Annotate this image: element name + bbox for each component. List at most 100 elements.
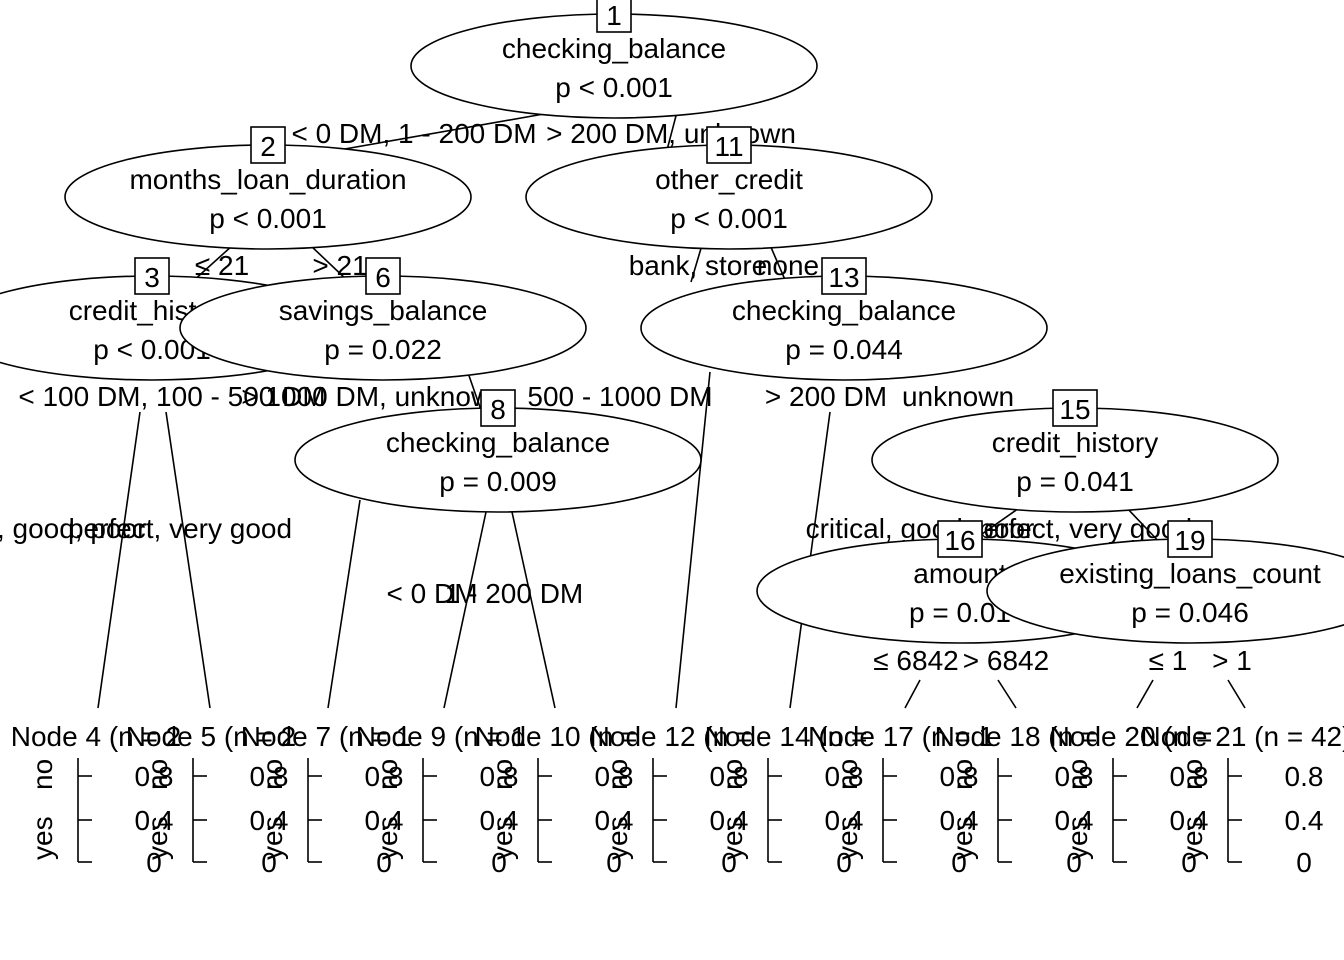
edge-label-7: < 100 DM, 100 - 500 DM (18, 381, 325, 412)
terminal-tick-label-7-3: 0 (836, 847, 852, 878)
tree-edge-12 (511, 511, 556, 709)
terminal-tick-label-4-1: 0.8 (480, 761, 519, 792)
node-id-box-16 (937, 520, 983, 558)
node-pvalue-6: p = 0.022 (324, 334, 442, 365)
terminal-node-label-2: Node 5 (n = 2 (126, 721, 296, 752)
edge-label-14: critical, good, poor (806, 513, 1035, 544)
node-pvalue-11: p < 0.001 (670, 203, 788, 234)
terminal-node-label-1: Node 4 (n = 2 (11, 721, 181, 752)
tree-edge-2 (666, 111, 678, 151)
terminal-tick-label-8-3: 0 (951, 847, 967, 878)
node-id-box-11 (706, 126, 752, 164)
edge-label-16: < 0 DM (386, 578, 477, 609)
terminal-class-label-4-yes: yes (372, 816, 403, 860)
terminal-tick-label-8-2: 0.4 (940, 805, 979, 836)
terminal-tick-label-6-3: 0 (721, 847, 737, 878)
terminal-class-label-7-yes: yes (717, 816, 748, 860)
tree-edge-3 (191, 244, 234, 283)
tree-edge-11 (443, 511, 487, 709)
terminal-tick-label-10-3: 0 (1181, 847, 1197, 878)
terminal-class-label-5-no: no (487, 759, 518, 790)
terminal-tick-label-3-3: 0 (376, 847, 392, 878)
node-id-19: 19 (1174, 525, 1205, 556)
terminal-class-label-10-yes: yes (1062, 816, 1093, 860)
edge-label-9: 500 - 1000 DM (527, 381, 712, 412)
node-id-box-2 (250, 126, 286, 164)
tree-edge-17 (904, 679, 921, 709)
node-variable-15: credit_history (992, 427, 1159, 458)
tree-edge-1 (338, 111, 556, 151)
tree-edge-labels: < 0 DM, 1 - 200 DM> 200 DM, unknown≤ 21>… (0, 118, 1252, 676)
edge-label-3: ≤ 21 (195, 250, 249, 281)
terminal-class-label-1-yes: yes (27, 816, 58, 860)
node-id-box-1 (596, 0, 632, 33)
terminal-tick-label-7-2: 0.4 (825, 805, 864, 836)
node-variable-13: checking_balance (732, 295, 956, 326)
node-pvalue-8: p = 0.009 (439, 466, 557, 497)
terminal-tick-label-9-2: 0.4 (1055, 805, 1094, 836)
terminal-class-label-8-yes: yes (832, 816, 863, 860)
node-pvalue-13: p = 0.044 (785, 334, 903, 365)
node-pvalue-15: p = 0.041 (1016, 466, 1134, 497)
terminal-tick-label-6-1: 0.8 (710, 761, 749, 792)
tree-edge-19 (1136, 679, 1154, 709)
tree-edge-13 (675, 371, 711, 709)
terminal-tick-label-5-3: 0 (606, 847, 622, 878)
edge-label-10: > 200 DM (765, 381, 887, 412)
node-id-13: 13 (828, 262, 859, 293)
terminal-tick-label-8-1: 0.8 (940, 761, 979, 792)
terminal-class-label-9-no: no (947, 759, 978, 790)
terminal-tick-label-2-2: 0.4 (250, 805, 289, 836)
terminal-class-label-5-yes: yes (487, 816, 518, 860)
node-id-6: 6 (375, 262, 391, 293)
terminal-node-label-7: Node 14 (n = (705, 721, 868, 752)
terminal-class-label-7-no: no (717, 759, 748, 790)
terminal-node-label-5: Node 10 (n = (475, 721, 638, 752)
edge-label-6: none (757, 250, 819, 281)
terminal-class-label-10-no: no (1062, 759, 1093, 790)
tree-edge-5 (690, 244, 703, 283)
terminal-tick-label-2-3: 0 (261, 847, 277, 878)
terminal-tick-label-11-1: 0.8 (1285, 761, 1324, 792)
node-pvalue-2: p < 0.001 (209, 203, 327, 234)
node-pvalue-1: p < 0.001 (555, 72, 673, 103)
node-variable-2: months_loan_duration (129, 164, 406, 195)
tree-edge-7 (97, 411, 141, 709)
node-id-3: 3 (144, 262, 160, 293)
terminal-tick-label-1-3: 0 (146, 847, 162, 878)
tree-edge-4 (309, 244, 350, 283)
terminal-tick-label-3-1: 0.8 (365, 761, 404, 792)
node-id-box-19 (1167, 520, 1213, 558)
node-variable-1: checking_balance (502, 33, 726, 64)
terminal-tick-label-4-2: 0.4 (480, 805, 519, 836)
edge-label-20: ≤ 1 (1149, 645, 1188, 676)
terminal-class-label-6-no: no (602, 759, 633, 790)
node-id-box-3 (134, 257, 170, 295)
node-id-box-6 (365, 257, 401, 295)
terminal-node-label-4: Node 9 (n = 1 (356, 721, 526, 752)
terminal-class-label-8-no: no (832, 759, 863, 790)
terminal-tick-label-4-3: 0 (491, 847, 507, 878)
terminal-class-label-9-yes: yes (947, 816, 978, 860)
terminal-node-label-6: Node 12 (n = (590, 721, 753, 752)
terminal-tick-label-10-2: 0.4 (1170, 805, 1209, 836)
node-id-2: 2 (260, 131, 276, 162)
terminal-tick-label-1-2: 0.4 (135, 805, 174, 836)
terminal-node-label-11: Node 21 (n = 42) (1141, 721, 1344, 752)
terminal-class-label-2-no: no (142, 759, 173, 790)
